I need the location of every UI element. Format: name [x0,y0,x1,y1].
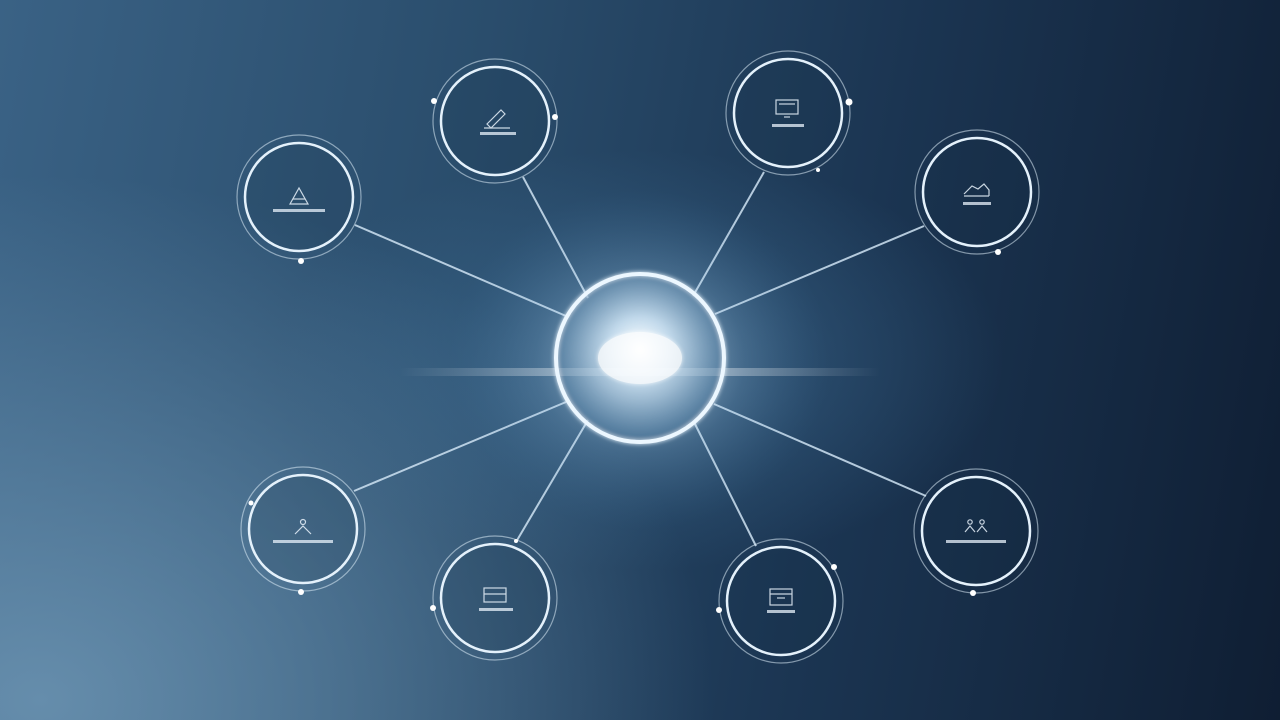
box-icon [483,587,507,603]
node-top-right-inner[interactable] [725,50,853,176]
orbit-dot [430,605,436,611]
hub-node[interactable] [554,272,726,444]
orbit-dot [514,539,518,543]
orbit-dot [970,590,976,596]
orbit-dot [298,589,304,595]
node-top-left-inner[interactable] [431,58,558,184]
calendar-icon [769,588,793,606]
pen-icon [484,109,510,129]
node-bottom-right-inner[interactable] [716,538,844,664]
person-icon [294,518,312,535]
node-bottom-left-inner[interactable] [430,535,558,661]
node-top-right-outer[interactable] [914,129,1040,255]
node-bottom-right-outer[interactable] [913,468,1039,596]
pyramid-icon [288,186,310,205]
orbit-dot [298,258,304,264]
orbit-dot [248,500,254,506]
orbit-dot [816,168,820,172]
node-bottom-left-outer[interactable] [240,466,366,595]
orbit-dot [552,114,558,120]
orbit-dot [845,98,853,106]
orbit-dot [831,564,837,570]
orbit-dot [995,249,1001,255]
orbit-dot [716,607,722,613]
node-top-left-outer[interactable] [236,134,362,264]
monitor-icon [775,99,799,118]
group-icon [964,519,988,533]
orbit-dot [431,98,437,104]
hand-icon [963,183,990,197]
